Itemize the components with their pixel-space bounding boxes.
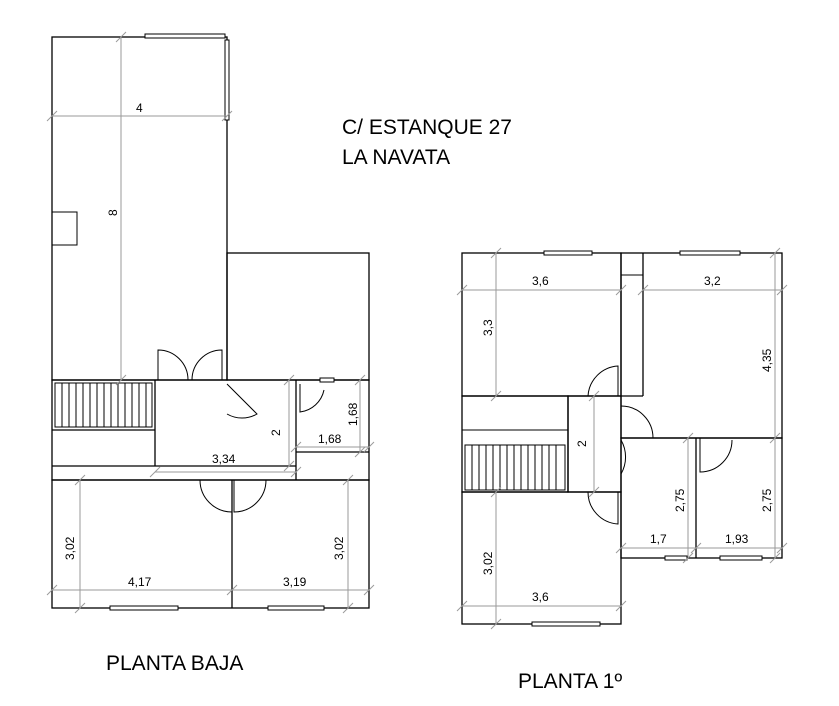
dim-bath-height: 1,68 bbox=[346, 402, 360, 426]
first-dimensions bbox=[456, 247, 788, 630]
dim-width-top: 4 bbox=[136, 101, 143, 115]
dim-left-room-height: 3,02 bbox=[63, 536, 77, 560]
dim-top-left-height: 3,3 bbox=[481, 319, 495, 336]
dim-right-room-height: 3,02 bbox=[332, 536, 346, 560]
rooms-bottom-right-walls bbox=[620, 437, 783, 559]
dim-hall: 2 bbox=[575, 440, 589, 447]
stair-hall-walls bbox=[461, 395, 569, 493]
closet bbox=[295, 451, 370, 481]
ground-stairs bbox=[54, 382, 153, 428]
dim-bottom-left-height: 3,02 bbox=[481, 551, 495, 575]
dim-room-b-height: 2,75 bbox=[760, 488, 774, 512]
window-top bbox=[144, 33, 226, 39]
window-bottom bbox=[531, 621, 601, 627]
dim-bottom-left-width: 3,6 bbox=[532, 590, 549, 604]
bottom-rooms-walls bbox=[51, 479, 370, 609]
first-floor-title: PLANTA 1º bbox=[518, 670, 622, 693]
first-stairs bbox=[462, 429, 568, 491]
window-bottom-right bbox=[267, 605, 325, 611]
ground-floor-title: PLANTA BAJA bbox=[106, 652, 243, 675]
dim-right-room-width: 3,19 bbox=[283, 575, 307, 589]
window-bottom-left bbox=[109, 605, 179, 611]
dim-room-a-width: 1,7 bbox=[650, 532, 667, 546]
window-small bbox=[664, 555, 688, 561]
ground-dimensions bbox=[46, 31, 375, 614]
fireplace bbox=[51, 211, 78, 246]
dim-bath-width: 1,68 bbox=[318, 432, 342, 446]
window-side bbox=[224, 39, 230, 121]
dim-hall-width: 3,34 bbox=[212, 452, 236, 466]
dim-length-top: 8 bbox=[106, 209, 120, 216]
dim-left-room-width: 4,17 bbox=[128, 575, 152, 589]
address-line-2: LA NAVATA bbox=[342, 146, 450, 169]
dim-hall-depth: 2 bbox=[269, 429, 283, 436]
dim-room-b-width: 1,93 bbox=[725, 532, 749, 546]
annex-walls bbox=[226, 252, 370, 381]
dim-top-right-width: 3,2 bbox=[704, 274, 721, 288]
ground-floor-plan: 4 8 3,34 2 1,68 1,68 3,02 4,17 3,19 3,02… bbox=[46, 31, 375, 675]
address-line-1: C/ ESTANQUE 27 bbox=[342, 116, 512, 139]
ground-doors bbox=[157, 349, 325, 513]
window-top-left bbox=[543, 250, 593, 256]
room-top-right-walls bbox=[620, 252, 783, 439]
dim-top-left-width: 3,6 bbox=[532, 274, 549, 288]
window-bottom-right bbox=[719, 555, 763, 561]
first-floor-plan: 3,6 3,3 3,2 4,35 2 2,75 1,7 2,75 1,93 3,… bbox=[456, 247, 788, 693]
dim-room-a-height: 2,75 bbox=[673, 488, 687, 512]
first-doors bbox=[587, 365, 733, 525]
dim-top-right-height: 4,35 bbox=[760, 348, 774, 372]
window-bath bbox=[319, 377, 335, 383]
window-top-right bbox=[679, 250, 741, 256]
living-room-walls bbox=[51, 36, 228, 381]
